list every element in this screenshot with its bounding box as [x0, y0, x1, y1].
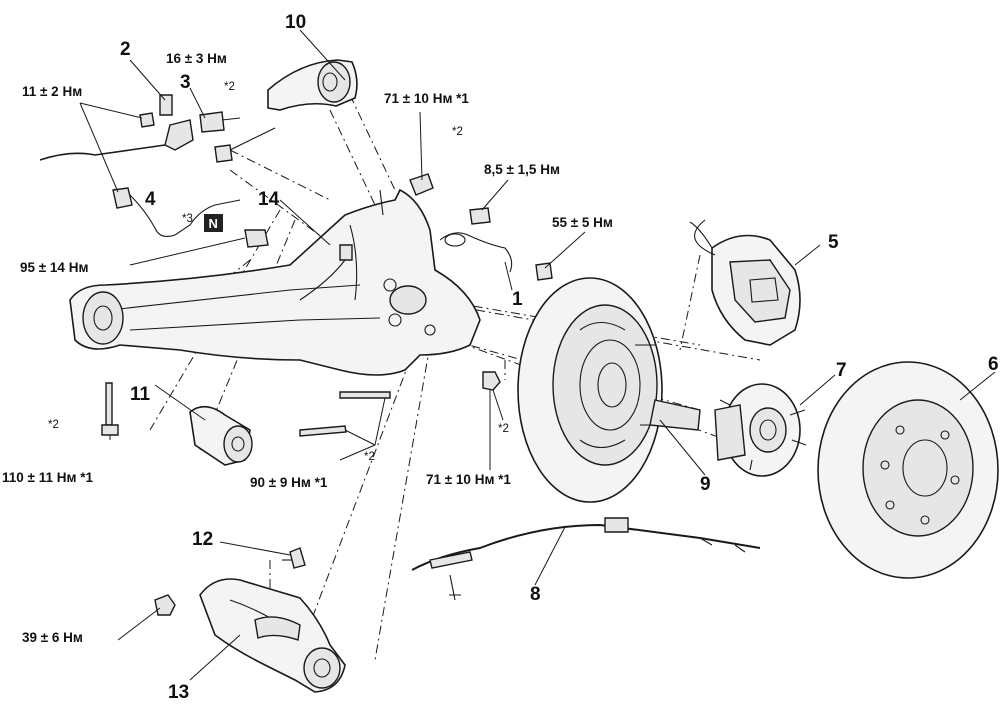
torque-label-110: 110 ± 11 Нм *1 — [2, 470, 93, 485]
part-number-2: 2 — [120, 39, 131, 60]
torque-label-11: 11 ± 2 Нм — [22, 84, 82, 99]
stabilizer-link — [282, 547, 306, 569]
torque-label-90: 90 ± 9 Нм *1 — [250, 475, 328, 490]
part-number-5: 5 — [828, 232, 839, 253]
bushing — [189, 405, 253, 466]
torque-label-95: 95 ± 14 Нм — [20, 260, 88, 275]
torque-label-39: 39 ± 6 Нм — [22, 630, 83, 645]
brake-caliper — [689, 219, 801, 346]
part-number-14: 14 — [258, 189, 280, 210]
part-number-11: 11 — [130, 384, 151, 405]
body-mount-bracket — [267, 59, 358, 111]
torque-label-71-lower: 71 ± 10 Нм *1 — [426, 472, 511, 487]
torque-label-71-upper: 71 ± 10 Нм *1 — [384, 91, 469, 106]
part-number-9: 9 — [700, 474, 711, 495]
lower-arm — [199, 578, 346, 693]
part-number-12: 12 — [192, 529, 213, 550]
label-leaders — [79, 29, 996, 681]
note-mark-2: *2 — [452, 126, 463, 138]
note-mark-1: *2 — [224, 81, 235, 93]
parking-brake-cable — [411, 517, 761, 601]
guide-lines — [149, 94, 761, 661]
part-number-8: 8 — [530, 584, 541, 605]
part-number-4: 4 — [145, 189, 156, 210]
torque-label-16: 16 ± 3 Нм — [166, 51, 227, 66]
brake-disc — [817, 361, 999, 579]
part-number-13: 13 — [168, 682, 189, 703]
fasteners — [39, 94, 553, 616]
part-number-6: 6 — [988, 354, 999, 375]
note-mark-4: *2 — [48, 419, 59, 431]
torque-label-55: 55 ± 5 Нм — [552, 215, 613, 230]
note-mark-6: *2 — [498, 423, 509, 435]
part-number-7: 7 — [836, 360, 847, 381]
part-number-3: 3 — [180, 72, 191, 93]
part-number-1: 1 — [512, 289, 523, 310]
torque-label-8-5: 8,5 ± 1,5 Нм — [484, 162, 560, 177]
backing-plate-assembly — [517, 277, 701, 503]
note-mark-3: *3 — [182, 213, 193, 225]
non-reusable-badge-label: N — [209, 216, 218, 231]
note-mark-5: *2 — [364, 451, 375, 463]
non-reusable-badge: N — [204, 214, 223, 232]
part-number-10: 10 — [285, 12, 306, 33]
trailing-arm-body — [69, 188, 481, 376]
wheel-hub — [714, 383, 807, 477]
